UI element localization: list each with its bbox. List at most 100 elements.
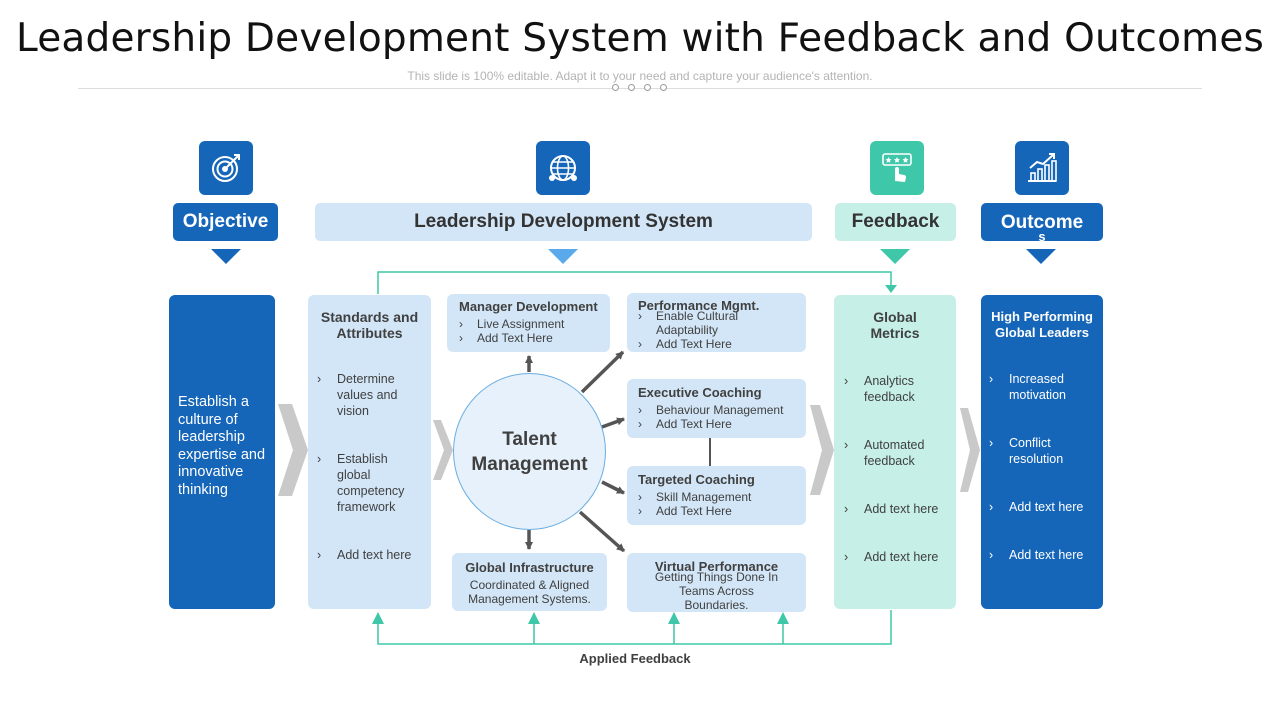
executive-coaching-item-text: Behaviour Management (656, 403, 784, 417)
feedback-down-arrow (880, 249, 910, 264)
objective-icon-tile (199, 141, 253, 195)
outcome-item: › Add text here (989, 499, 1099, 515)
standards-title-line2: Attributes (336, 325, 403, 341)
targeted-coaching-title: Targeted Coaching (638, 472, 755, 487)
growth-chart-icon (1028, 153, 1057, 182)
divider-dot (660, 84, 667, 91)
executive-coaching-title: Executive Coaching (638, 385, 762, 400)
outcome-panel-title-line2: Global Leaders (995, 325, 1089, 340)
virtual-performance-box: Virtual Performance Getting Things Done … (627, 553, 806, 612)
bullet-icon: › (317, 372, 322, 386)
global-metrics-title: Global Metrics (834, 309, 956, 341)
global-metrics-panel: Global Metrics › Analytics feedback › Au… (834, 295, 956, 609)
virtual-performance-line3: Boundaries. (684, 598, 749, 612)
performance-mgmt-item: › Enable Cultural (638, 309, 738, 323)
bullet-icon: › (638, 337, 642, 351)
applied-feedback-line (377, 610, 892, 645)
global-infrastructure-title: Global Infrastructure (465, 560, 594, 575)
bullet-icon: › (317, 548, 322, 562)
outcome-item-text: Conflict resolution (1009, 436, 1064, 466)
outcome-header-line2: s (1038, 229, 1046, 244)
standards-title: Standards and Attributes (308, 309, 431, 341)
bullet-icon: › (844, 550, 849, 564)
targeted-coaching-item: › Skill Management (638, 490, 751, 504)
global-metrics-item-text: Automated feedback (864, 438, 925, 468)
performance-mgmt-item-text: Enable Cultural (656, 309, 739, 323)
arrow-to-exec-coaching (601, 417, 625, 429)
bullet-icon: › (844, 374, 849, 388)
outcome-panel-title: High Performing Global Leaders (981, 309, 1103, 341)
global-infrastructure-box: Global Infrastructure Coordinated & Alig… (452, 553, 607, 611)
bullet-icon: › (459, 331, 463, 345)
virtual-performance-text: Getting Things Done In Teams Across Boun… (627, 570, 806, 612)
chevron-metrics-outcome (960, 408, 980, 492)
chevron-boxes-metrics (810, 405, 834, 495)
standards-item: › Determine values and vision (317, 371, 421, 419)
executive-coaching-box: Executive Coaching › Behaviour Management… (627, 379, 806, 438)
targeted-coaching-item-text: Skill Management (656, 490, 752, 504)
system-icon-tile (536, 141, 590, 195)
slide-title: Leadership Development System with Feedb… (15, 16, 1265, 61)
global-metrics-item: › Add text here (844, 501, 954, 517)
objective-panel: Establish a culture of leadership expert… (169, 295, 275, 609)
outcome-header: Outcome s (981, 203, 1103, 244)
outcome-item-text: Add text here (1009, 500, 1084, 514)
global-metrics-title-line1: Global (873, 309, 917, 325)
manager-development-title: Manager Development (459, 299, 598, 314)
virtual-performance-line1: Getting Things Done In (654, 570, 779, 584)
manager-development-item-text: Live Assignment (477, 317, 565, 331)
outcome-icon-tile (1015, 141, 1069, 195)
global-metrics-item: › Add text here (844, 549, 954, 565)
objective-header: Objective (173, 203, 278, 241)
arrow-to-targeted-coaching (601, 480, 625, 495)
outcome-panel-title-line1: High Performing (991, 309, 1093, 324)
bullet-icon: › (638, 309, 642, 323)
talent-line1: Talent (502, 428, 557, 450)
bullet-icon: › (844, 438, 849, 452)
performance-mgmt-box: Performance Mgmt. ›Enable Cultural Adapt… (627, 293, 806, 352)
feedback-icon-tile (870, 141, 924, 195)
arrow-to-perf-mgmt (580, 350, 625, 394)
standards-panel: Standards and Attributes › Determine val… (308, 295, 431, 609)
outcome-down-arrow (1026, 249, 1056, 264)
standards-item: › Add text here (317, 547, 427, 563)
standards-title-line1: Standards and (320, 309, 419, 325)
global-infrastructure-line1: Coordinated & Aligned (469, 578, 590, 592)
outcome-panel: High Performing Global Leaders › Increas… (981, 295, 1103, 609)
divider-dots (612, 84, 667, 91)
executive-coaching-item-text: Add Text Here (656, 417, 732, 431)
applied-arrowhead-virtual-right (777, 612, 789, 624)
globe-network-icon (549, 155, 577, 181)
global-infrastructure-line2: Management Systems. (468, 592, 591, 606)
talent-line2: Management (471, 453, 588, 475)
divider-dot (612, 84, 619, 91)
bullet-icon: › (989, 548, 994, 562)
bullet-icon: › (638, 403, 642, 417)
global-infrastructure-text: Coordinated & Aligned Management Systems… (452, 578, 607, 606)
slide-subtitle: This slide is 100% editable. Adapt it to… (407, 69, 873, 83)
rating-hand-icon (882, 153, 912, 182)
performance-mgmt-item-continued: Adaptability (656, 323, 719, 337)
global-metrics-item-text: Analytics feedback (864, 374, 915, 404)
standards-item-text: Establish global competency framework (337, 452, 405, 514)
bullet-icon: › (638, 417, 642, 431)
standards-item: › Establish global competency framework (317, 451, 421, 515)
bullet-icon: › (844, 502, 849, 516)
title-divider (78, 88, 1202, 89)
target-icon (212, 154, 240, 182)
system-header: Leadership Development System (315, 203, 812, 241)
system-down-arrow (548, 249, 578, 264)
manager-development-item-text: Add Text Here (477, 331, 553, 345)
bullet-icon: › (989, 372, 994, 386)
global-metrics-item-text: Add text here (864, 502, 939, 516)
objective-down-arrow (211, 249, 241, 264)
manager-development-item: ›Live Assignment (459, 317, 564, 331)
executive-coaching-item: › Behaviour Management (638, 403, 783, 417)
feedback-header: Feedback (835, 203, 956, 241)
divider-dot (628, 84, 635, 91)
applied-feedback-label: Applied Feedback (579, 651, 691, 666)
virtual-performance-title: Virtual Performance (654, 559, 779, 574)
top-feedback-line (377, 271, 892, 294)
bullet-icon: › (638, 490, 642, 504)
